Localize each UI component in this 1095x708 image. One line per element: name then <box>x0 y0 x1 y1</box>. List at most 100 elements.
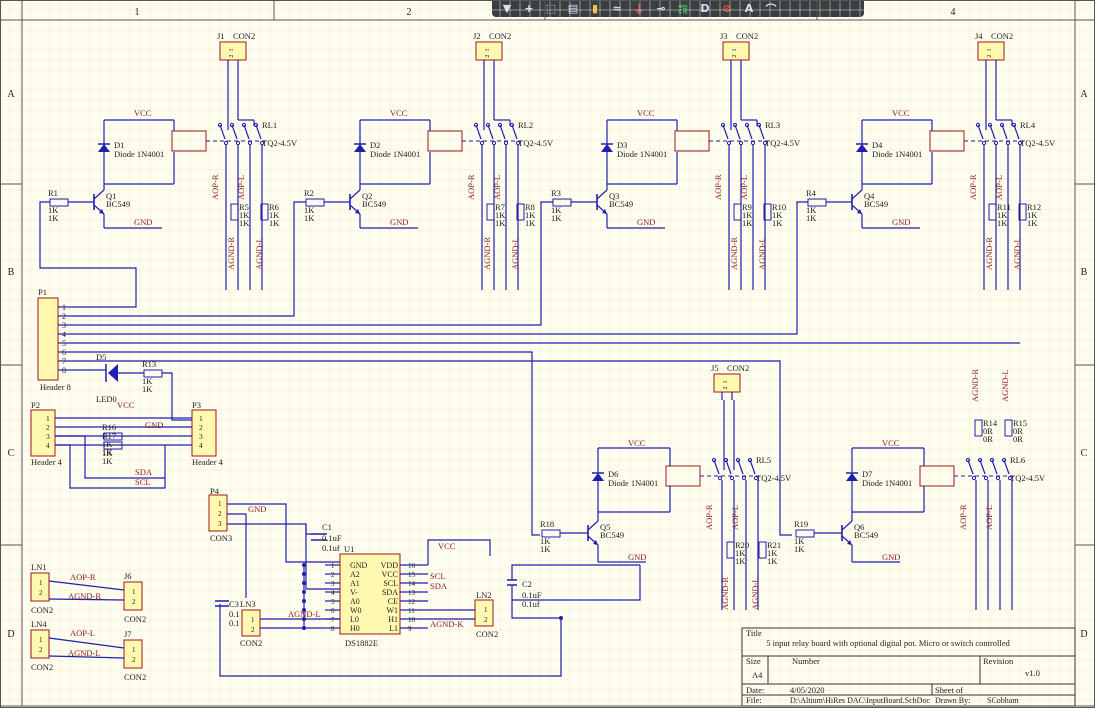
ground-icon[interactable]: ⏚ <box>633 2 645 16</box>
port-icon[interactable]: D <box>700 2 710 15</box>
contact-node <box>753 475 759 481</box>
value-label: 1K <box>540 536 551 546</box>
align-icon[interactable]: ▤ <box>567 2 579 15</box>
bus-wire <box>70 201 808 335</box>
connector-body <box>208 494 228 532</box>
ref-label: D7 <box>862 469 872 479</box>
ref-label: R8 <box>525 202 535 212</box>
ref-label: LN2 <box>476 590 492 600</box>
pin-number: 1 <box>251 616 255 624</box>
agnd-l-label: AGND-L <box>1000 369 1010 402</box>
wire <box>227 503 340 563</box>
relay-contact <box>1003 459 1010 475</box>
contact-node <box>987 122 993 128</box>
relay-contact <box>231 124 238 140</box>
connector-body <box>241 609 261 637</box>
value-label: 1K <box>772 218 783 228</box>
ref-label: R16 <box>102 422 116 432</box>
contact-node <box>1017 140 1023 146</box>
pin-number: 4 <box>46 441 50 450</box>
contact-node <box>989 457 995 463</box>
relay-contact <box>989 124 996 140</box>
value-label: 0.1 <box>229 609 240 619</box>
select-rect-icon[interactable]: ⬚ <box>545 2 557 15</box>
resistor-body <box>260 203 269 221</box>
gnd-label: GND <box>390 217 408 227</box>
add-icon[interactable]: + <box>524 2 534 15</box>
sda-label: SDA <box>135 467 153 477</box>
pin-number: 10 <box>408 616 416 624</box>
ref-label: D5 <box>96 352 106 362</box>
value-label: 1K <box>767 548 778 558</box>
text-icon[interactable]: A <box>744 2 754 15</box>
filter-icon[interactable]: ▼ <box>502 2 512 15</box>
value-label: Header 8 <box>40 382 71 392</box>
value-label: 1K <box>540 544 551 554</box>
net-label-icon[interactable]: ⊸ <box>656 2 666 15</box>
arc-icon[interactable]: ⌒ <box>765 2 777 16</box>
resistor-body <box>733 203 742 221</box>
column-label: 1 <box>135 7 140 18</box>
contact-node <box>983 475 989 481</box>
resistor-body <box>1004 419 1013 437</box>
scl-label: SCL <box>430 571 446 581</box>
ref-label: Q5 <box>600 522 610 532</box>
value-label: 1K <box>102 447 113 457</box>
pin-number: 1 <box>199 414 203 423</box>
drawn-value: SCobham <box>987 696 1019 705</box>
pin-number: 2 <box>987 55 993 58</box>
wire-icon[interactable]: ≈ <box>612 2 622 15</box>
contact-node <box>977 457 983 463</box>
aop-r-label: AOP-R <box>70 572 96 582</box>
pin-number: 2 <box>132 598 136 606</box>
contact-node <box>971 475 977 481</box>
no-erc-icon[interactable]: ⊘ <box>722 2 732 15</box>
ref-label: J6 <box>124 571 132 581</box>
emitter-arrow <box>857 209 862 214</box>
part-icon[interactable]: ▮ <box>591 2 599 15</box>
bus-wire <box>70 201 553 326</box>
pin-number: 1 <box>46 414 50 423</box>
sheet-symbol-icon[interactable]: ▦ <box>677 2 689 15</box>
value-label: CON2 <box>489 31 511 41</box>
value-label: Diode 1N4001 <box>862 478 912 488</box>
ref-label: R19 <box>794 519 808 529</box>
pin-number: 1 <box>723 381 729 384</box>
row-label: D <box>1080 629 1087 640</box>
schematic-toolbar: ▼ + ⬚ ▤ ▮ ≈ ⏚ ⊸ ▦ D ⊘ A ⌒ <box>492 0 864 17</box>
wire <box>48 637 125 649</box>
pin-number: 1 <box>732 49 738 52</box>
connector-body <box>123 581 143 611</box>
value-label: Diode 1N4001 <box>617 149 667 159</box>
value-label: TQ2-4.5V <box>262 138 298 148</box>
row-label: D <box>7 629 14 640</box>
contact-node <box>491 140 497 146</box>
value-label: TQ2-4.5V <box>1010 473 1046 483</box>
aop-l-label: AOP-L <box>730 505 740 530</box>
value-label: Diode 1N4001 <box>370 149 420 159</box>
contact-node <box>235 140 241 146</box>
pin-number: 9 <box>408 625 412 633</box>
value-label: CON3 <box>210 533 232 543</box>
agnd-l-label: AGND-L <box>510 237 520 270</box>
title-text: 5 input relay board with optional digita… <box>766 638 1010 648</box>
contact-node <box>750 140 756 146</box>
value-label: CON2 <box>31 662 53 672</box>
resistor-body <box>516 203 525 221</box>
agnd-l-label: AGND-L <box>68 648 101 658</box>
pin-number: 2 <box>46 423 50 432</box>
wire <box>48 580 125 591</box>
gnd-label: GND <box>637 217 655 227</box>
relay-contact <box>734 124 741 140</box>
relay-contact <box>1001 124 1008 140</box>
